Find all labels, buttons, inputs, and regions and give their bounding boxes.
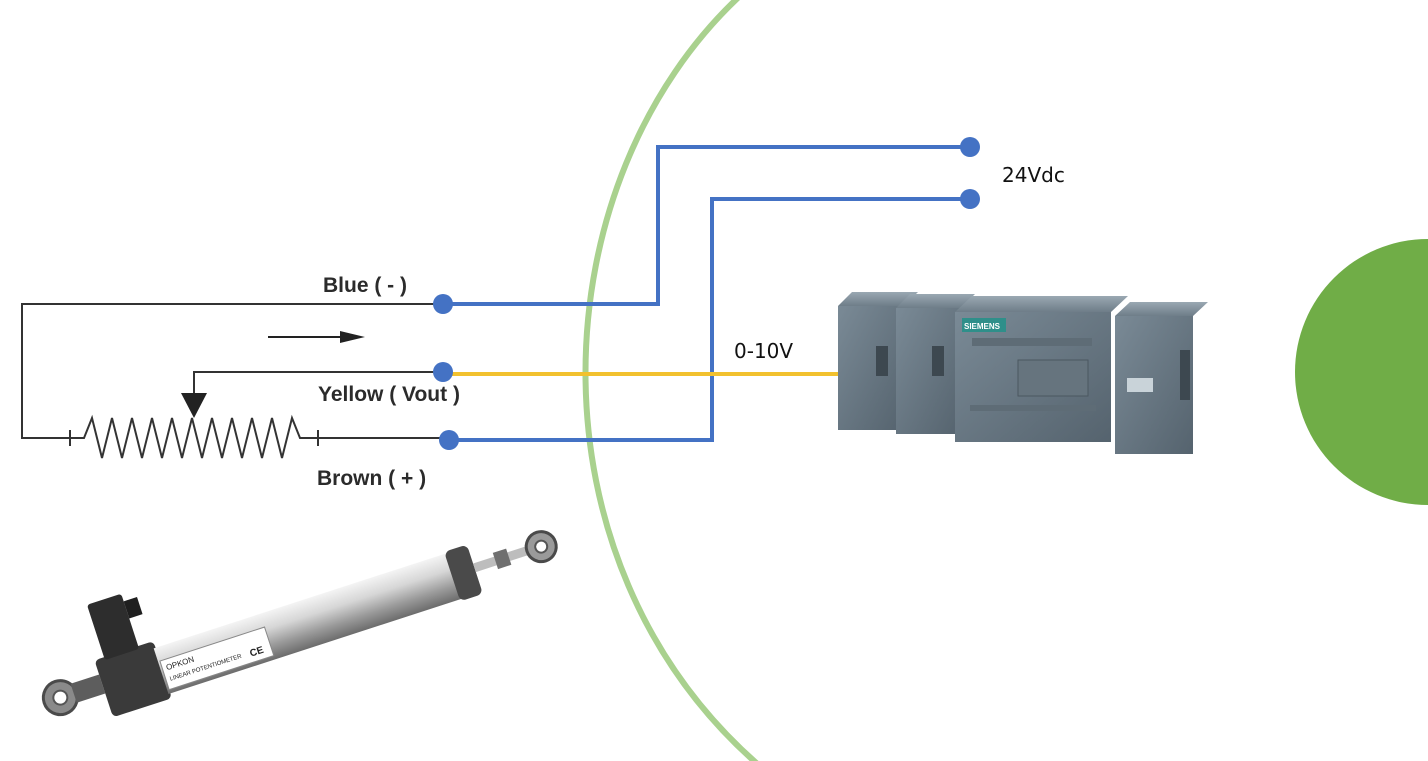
schematic-loop-line [21, 303, 443, 439]
terminal-blue [433, 294, 453, 314]
linear-potentiometer-photo: OPKON LINEAR POTENTIOMETER CE [41, 530, 558, 717]
blue-wire-negative [443, 145, 970, 306]
label-supply: 24Vdc [1002, 163, 1065, 187]
potentiometer-schematic [21, 303, 443, 459]
label-signal: 0-10V [734, 339, 793, 363]
wiper-line [193, 371, 443, 396]
terminal-24v-2 [960, 189, 980, 209]
potentiometer-symbol-icon [62, 414, 345, 459]
right-arrow-icon [268, 331, 365, 343]
label-yellow: Yellow ( Vout ) [318, 383, 460, 406]
blue-wire-positive [449, 197, 970, 442]
siemens-s7-1200-plc-photo: SIEMENS [838, 292, 1208, 454]
photo-ce-text: CE [249, 645, 266, 660]
terminal-brown [439, 430, 459, 450]
label-blue: Blue ( - ) [323, 274, 407, 297]
plc-brand-text: SIEMENS [964, 322, 1001, 331]
label-brown: Brown ( + ) [317, 467, 426, 490]
accent-circle [1295, 239, 1428, 505]
accent-arc [582, 0, 759, 761]
terminal-yellow [433, 362, 453, 382]
wiper-arrowhead-icon [181, 393, 207, 418]
terminal-24v-1 [960, 137, 980, 157]
